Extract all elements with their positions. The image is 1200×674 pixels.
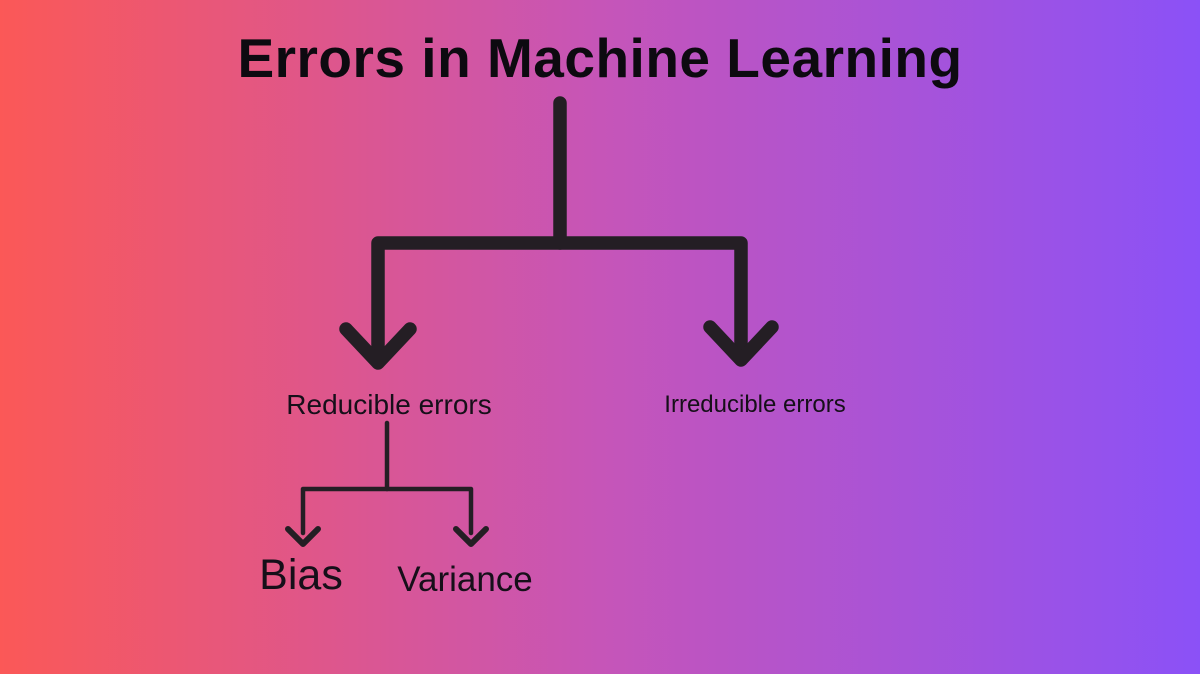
arrow-down-variance-icon [453, 526, 489, 547]
diagram-title: Errors in Machine Learning [237, 27, 963, 89]
node-bias: Bias [259, 551, 343, 599]
arrow-down-right-icon [703, 320, 779, 367]
node-variance: Variance [397, 560, 533, 599]
arrow-down-bias-icon [285, 526, 321, 547]
level2-branch-line [300, 486, 474, 536]
level1-branch-line [371, 236, 748, 358]
node-reducible-errors: Reducible errors [286, 389, 492, 420]
arrow-down-left-icon [339, 322, 417, 370]
node-irreducible-errors: Irreducible errors [664, 391, 846, 418]
